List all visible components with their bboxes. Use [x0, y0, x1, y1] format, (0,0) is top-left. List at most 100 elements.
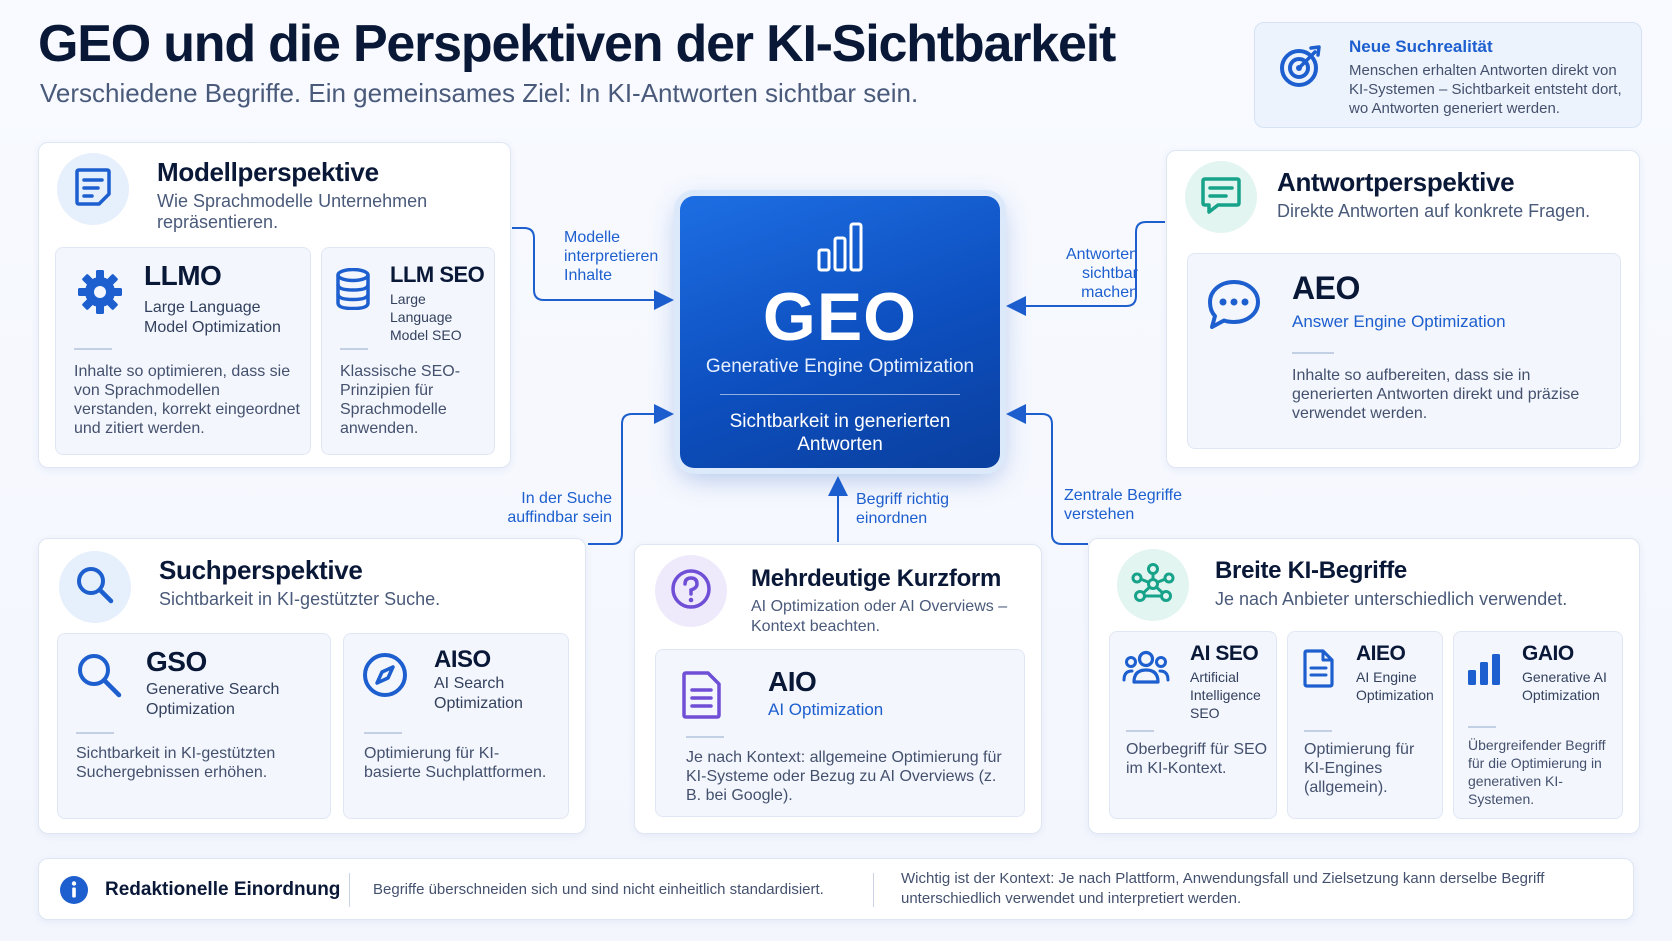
- panel-icon-circle: [59, 551, 131, 623]
- card-code: GSO: [146, 646, 207, 677]
- bar-chart-icon: [816, 220, 864, 277]
- panel-antwortperspektive: Antwortperspektive Direkte Antworten auf…: [1166, 150, 1640, 468]
- card-code: AIO: [768, 666, 817, 697]
- chat-bubble-icon: [1206, 278, 1262, 337]
- connector-breite: [1006, 404, 1088, 545]
- card-description: Sichtbarkeit in KI-gestützten Suchergebn…: [76, 745, 276, 781]
- panel-subtitle: Je nach Anbieter unterschiedlich verwend…: [1215, 589, 1568, 609]
- message-icon: [1200, 175, 1242, 220]
- connector-modell: [512, 227, 674, 310]
- card-fullname: Generative Search Optimization: [146, 681, 280, 718]
- geo-divider: [720, 394, 960, 395]
- connector-antwort: [1006, 221, 1165, 316]
- panel-breite-ki-begriffe: Breite KI-Begriffe Je nach Anbieter unte…: [1088, 538, 1640, 834]
- search-icon: [74, 650, 124, 705]
- card-code: AI SEO: [1190, 642, 1259, 665]
- panel-title: Mehrdeutige Kurzform: [751, 565, 1002, 592]
- panel-subtitle: Direkte Antworten auf konkrete Fragen.: [1277, 201, 1591, 221]
- card-aeo: AEO Answer Engine Optimization Inhalte s…: [1187, 253, 1621, 449]
- info-icon: [59, 875, 89, 910]
- footer-title: Redaktionelle Einordnung: [105, 879, 341, 900]
- card-llmo: LLMO Large Language Model Optimization I…: [55, 247, 311, 455]
- target-icon: [1277, 43, 1323, 94]
- page-subtitle: Verschiedene Begriffe. Ein gemeinsames Z…: [40, 78, 919, 108]
- card-divider: [1292, 352, 1334, 354]
- card-fullname: AI Engine Optimization: [1356, 669, 1434, 703]
- card-description: Inhalte so aufbereiten, dass sie in gene…: [1292, 367, 1580, 422]
- card-divider: [364, 732, 402, 734]
- footer-note-bar: Redaktionelle Einordnung Begriffe übersc…: [38, 858, 1634, 920]
- footer-divider: [349, 873, 350, 907]
- bar-chart-icon: [1466, 652, 1502, 691]
- panel-title: Modellperspektive: [157, 157, 379, 187]
- database-icon: [334, 267, 372, 315]
- card-aio: AIO AI Optimization Je nach Kontext: all…: [655, 649, 1025, 817]
- document-icon: [73, 166, 113, 213]
- card-code: AEO: [1292, 270, 1360, 306]
- search-icon: [74, 564, 116, 611]
- network-icon: [1130, 560, 1176, 611]
- connector-label-antwort: Antworten sichtbar machen: [1065, 246, 1138, 301]
- card-fullname: Artificial Intelligence SEO: [1190, 669, 1261, 721]
- card-divider: [686, 736, 724, 738]
- connector-suche: [588, 404, 674, 545]
- geo-subtitle: Generative Engine Optimization: [705, 356, 975, 377]
- footer-note-1: Begriffe überschneiden sich und sind nic…: [373, 881, 824, 898]
- panel-mehrdeutige-kurzform: Mehrdeutige Kurzform AI Optimization ode…: [634, 544, 1042, 834]
- panel-suchperspektive: Suchperspektive Sichtbarkeit in KI-gestü…: [38, 538, 586, 834]
- panel-title: Antwortperspektive: [1277, 167, 1515, 197]
- card-description: Je nach Kontext: allgemeine Optimierung …: [686, 749, 1002, 804]
- file-icon: [1302, 648, 1336, 693]
- card-ai-seo: AI SEO Artificial Intelligence SEO Oberb…: [1109, 631, 1277, 819]
- card-fullname: Large Language Model Optimization: [144, 299, 281, 336]
- question-icon: [669, 567, 713, 616]
- gear-icon: [76, 268, 124, 321]
- connector-label-modell: Modelle interpretieren Inhalte: [564, 229, 659, 284]
- document-icon: [680, 670, 724, 725]
- panel-subtitle: Wie Sprachmodelle Unternehmen repräsenti…: [157, 191, 428, 232]
- callout-text: Menschen erhalten Antworten direkt von K…: [1349, 62, 1622, 117]
- connector-label-breite: Zentrale Begriffe verstehen: [1064, 487, 1182, 523]
- panel-title: Breite KI-Begriffe: [1215, 557, 1407, 584]
- page-title: GEO und die Perspektiven der KI-Sichtbar…: [38, 15, 1116, 73]
- card-code: LLMO: [144, 260, 222, 291]
- card-description: Übergreifender Begriff für die Optimieru…: [1468, 737, 1606, 807]
- panel-icon-circle: [57, 153, 129, 225]
- panel-subtitle: AI Optimization oder AI Overviews – Kont…: [751, 598, 1008, 635]
- geo-center-card: GEO Generative Engine Optimization Sicht…: [680, 196, 1000, 468]
- card-divider: [1468, 726, 1496, 728]
- card-divider: [1304, 730, 1332, 732]
- connector-label-suche: In der Suche auffindbar sein: [507, 490, 612, 526]
- card-description: Optimierung für KI-Engines (allgemein).: [1304, 741, 1415, 796]
- panel-modellperspektive: Modellperspektive Wie Sprachmodelle Unte…: [38, 142, 511, 468]
- card-code: AIEO: [1356, 642, 1406, 665]
- card-gaio: GAIO Generative AI Optimization Übergrei…: [1453, 631, 1623, 819]
- panel-title: Suchperspektive: [159, 555, 363, 585]
- card-divider: [74, 348, 112, 350]
- panel-icon-circle: [1117, 549, 1189, 621]
- callout-box: Neue Suchrealität Menschen erhalten Antw…: [1254, 22, 1642, 128]
- callout-title: Neue Suchrealität: [1349, 37, 1493, 56]
- card-code: GAIO: [1522, 642, 1574, 665]
- card-divider: [76, 732, 114, 734]
- card-description: Klassische SEO-Prinzipien für Sprachmode…: [340, 363, 461, 437]
- card-fullname: Generative AI Optimization: [1522, 669, 1607, 703]
- panel-subtitle: Sichtbarkeit in KI-gestützter Suche.: [159, 589, 441, 609]
- card-llm-seo: LLM SEO Large Language Model SEO Klassis…: [321, 247, 495, 455]
- card-fullname: Large Language Model SEO: [390, 291, 462, 343]
- compass-icon: [360, 650, 410, 705]
- footer-divider: [873, 873, 874, 907]
- card-code: AISO: [434, 646, 491, 673]
- card-aiso: AISO AI Search Optimization Optimierung …: [343, 633, 569, 819]
- card-gso: GSO Generative Search Optimization Sicht…: [57, 633, 331, 819]
- geo-tagline: Sichtbarkeit in generierten Antworten: [729, 411, 951, 455]
- footer-note-2: Wichtig ist der Kontext: Je nach Plattfo…: [901, 870, 1545, 907]
- card-fullname: AI Optimization: [768, 700, 884, 719]
- card-divider: [340, 348, 368, 350]
- card-fullname: Answer Engine Optimization: [1292, 312, 1506, 331]
- card-divider: [1126, 730, 1154, 732]
- panel-icon-circle: [655, 555, 727, 627]
- card-description: Optimierung für KI-basierte Suchplattfor…: [364, 745, 547, 781]
- panel-icon-circle: [1185, 161, 1257, 233]
